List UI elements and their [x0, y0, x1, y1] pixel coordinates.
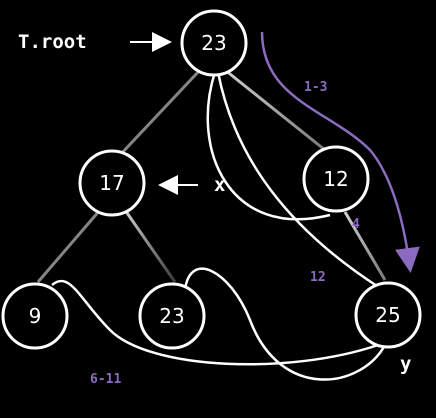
node-root: 23 — [180, 9, 248, 77]
node-right-value: 12 — [323, 167, 348, 191]
root-pointer-label: T.root — [18, 31, 87, 53]
edge-root-left — [118, 68, 202, 157]
node-right: 12 — [302, 145, 370, 213]
node-left-left: 9 — [1, 282, 69, 350]
edge-root-right — [224, 68, 326, 152]
step-label-12: 12 — [310, 270, 326, 285]
node-root-value: 23 — [201, 31, 226, 55]
edge-right-child — [343, 211, 387, 281]
x-pointer-label: x — [214, 174, 225, 196]
node-left: 17 — [78, 149, 146, 217]
node-left-left-value: 9 — [29, 304, 42, 328]
step-label-4: 4 — [352, 217, 360, 232]
node-left-value: 17 — [99, 171, 124, 195]
edge-left-leftleft — [36, 209, 102, 283]
traversal-path-arrow — [260, 31, 420, 273]
node-left-right-value: 23 — [159, 304, 184, 328]
y-pointer-label: y — [400, 353, 411, 375]
edge-left-leftright — [123, 209, 177, 283]
curve-23-to-25 — [183, 267, 387, 381]
node-left-right: 23 — [138, 282, 206, 350]
curve-9-to-25 — [51, 279, 379, 366]
curve-root-to-25 — [216, 71, 381, 290]
curve-root-to-12 — [206, 71, 331, 221]
node-right-child: 25 — [354, 281, 422, 349]
step-label-1-3: 1-3 — [304, 80, 327, 95]
node-right-child-value: 25 — [375, 303, 400, 327]
step-label-6-11: 6-11 — [90, 372, 121, 387]
